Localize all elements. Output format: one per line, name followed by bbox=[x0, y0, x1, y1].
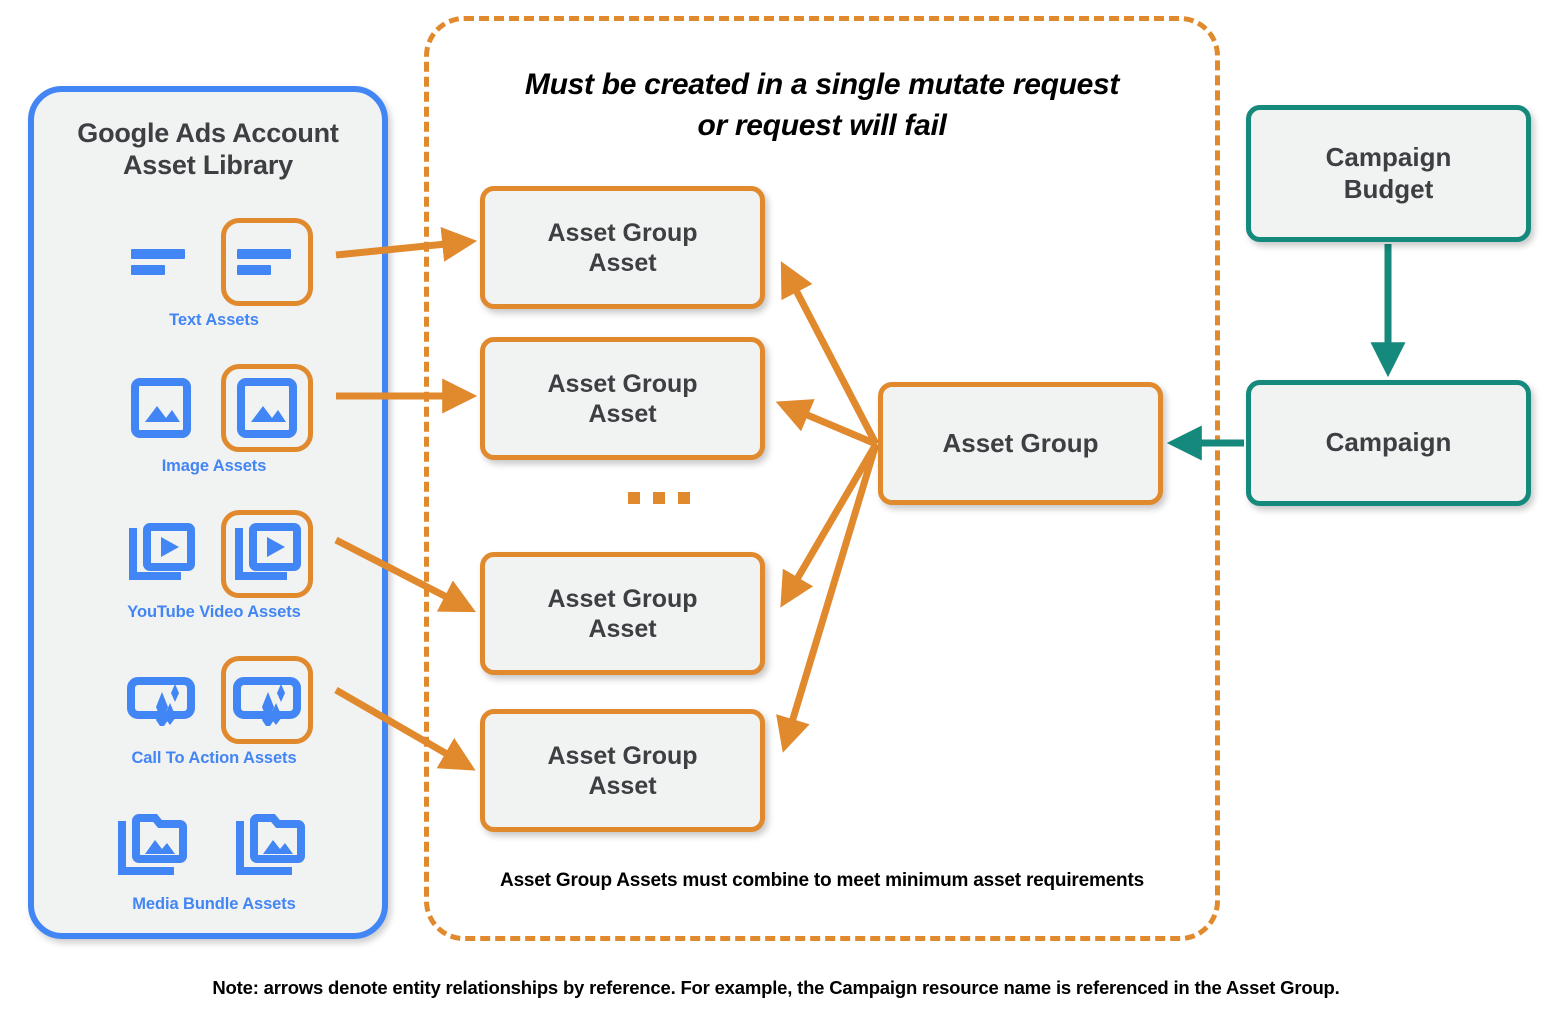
text-asset-icon-plain bbox=[115, 218, 207, 306]
text-asset-icon bbox=[237, 249, 291, 275]
media-bundle-asset-icon bbox=[236, 814, 305, 875]
asset-group-asset-label-3: Asset Group Asset bbox=[547, 584, 697, 644]
library-title-line1: Google Ads Account bbox=[77, 118, 339, 148]
asset-group-asset-line2: Asset bbox=[588, 399, 657, 428]
campaign-budget-label: Campaign Budget bbox=[1326, 142, 1452, 204]
asset-row-youtube-video: YouTube Video Assets bbox=[34, 508, 394, 622]
asset-group-asset-ellipsis bbox=[628, 492, 690, 504]
text-asset-icon bbox=[131, 249, 185, 275]
asset-group-asset-node-2[interactable]: Asset Group Asset bbox=[480, 337, 765, 460]
ellipsis-dot-1 bbox=[628, 492, 640, 504]
asset-row-label-youtube-video: YouTube Video Assets bbox=[127, 603, 301, 621]
call-to-action-asset-icon-pair bbox=[34, 654, 394, 746]
image-asset-icon-pair bbox=[34, 362, 394, 454]
image-asset-icon bbox=[237, 378, 297, 438]
asset-row-label-text: Text Assets bbox=[169, 311, 259, 329]
asset-group-asset-line1: Asset Group bbox=[547, 369, 698, 398]
campaign-budget-line2: Budget bbox=[1343, 173, 1434, 204]
call-to-action-asset-icon bbox=[127, 677, 195, 726]
media-bundle-asset-icon bbox=[118, 814, 187, 875]
asset-group-asset-node-4[interactable]: Asset Group Asset bbox=[480, 709, 765, 832]
image-asset-icon-selected[interactable] bbox=[221, 364, 313, 452]
youtube-video-asset-icon-selected[interactable] bbox=[221, 510, 313, 598]
asset-group-asset-line2: Asset bbox=[588, 614, 657, 643]
image-asset-icon bbox=[131, 378, 191, 438]
asset-group-asset-line1: Asset Group bbox=[547, 218, 698, 247]
asset-group-asset-label-2: Asset Group Asset bbox=[547, 369, 697, 429]
asset-row-label-call-to-action: Call To Action Assets bbox=[131, 749, 297, 767]
asset-row-image: Image Assets bbox=[34, 362, 394, 476]
image-asset-icon-plain bbox=[115, 364, 207, 452]
asset-group-asset-node-1[interactable]: Asset Group Asset bbox=[480, 186, 765, 309]
asset-row-label-media-bundle: Media Bundle Assets bbox=[132, 895, 296, 913]
text-asset-icon-pair bbox=[34, 216, 394, 308]
call-to-action-asset-icon-selected[interactable] bbox=[221, 656, 313, 744]
youtube-video-asset-icon bbox=[129, 523, 195, 580]
youtube-video-asset-icon bbox=[235, 523, 301, 580]
call-to-action-asset-icon-plain bbox=[115, 656, 207, 744]
media-bundle-asset-icon-plain-2 bbox=[227, 802, 319, 890]
ellipsis-dot-2 bbox=[653, 492, 665, 504]
mutate-warning-line2: or request will fail bbox=[697, 108, 947, 142]
campaign-budget-line1: Campaign bbox=[1325, 142, 1452, 173]
asset-group-node[interactable]: Asset Group bbox=[878, 382, 1163, 505]
mutate-request-warning: Must be created in a single mutate reque… bbox=[459, 65, 1185, 146]
library-panel-title: Google Ads Account Asset Library bbox=[34, 118, 382, 182]
media-bundle-asset-icon-plain-1 bbox=[109, 802, 201, 890]
google-ads-asset-library-panel: Google Ads Account Asset Library bbox=[28, 86, 388, 939]
asset-group-asset-label-4: Asset Group Asset bbox=[547, 741, 697, 801]
text-asset-icon-selected[interactable] bbox=[221, 218, 313, 306]
asset-group-asset-label-1: Asset Group Asset bbox=[547, 218, 697, 278]
diagram-footer-note: Note: arrows denote entity relationships… bbox=[212, 977, 1340, 998]
library-title-line2: Asset Library bbox=[123, 149, 293, 180]
asset-group-label: Asset Group bbox=[942, 427, 1099, 458]
asset-row-media-bundle: Media Bundle Assets bbox=[34, 800, 394, 914]
campaign-node[interactable]: Campaign bbox=[1246, 380, 1531, 506]
asset-group-asset-line1: Asset Group bbox=[547, 584, 698, 613]
asset-row-call-to-action: Call To Action Assets bbox=[34, 654, 394, 768]
single-mutate-request-container: Must be created in a single mutate reque… bbox=[424, 16, 1220, 941]
youtube-video-asset-icon-plain bbox=[115, 510, 207, 598]
asset-group-asset-line1: Asset Group bbox=[547, 741, 698, 770]
asset-group-asset-line2: Asset bbox=[588, 771, 657, 800]
youtube-video-asset-icon-pair bbox=[34, 508, 394, 600]
asset-group-asset-node-3[interactable]: Asset Group Asset bbox=[480, 552, 765, 675]
asset-row-text: Text Assets bbox=[34, 216, 394, 330]
asset-group-asset-line2: Asset bbox=[588, 248, 657, 277]
asset-row-label-image: Image Assets bbox=[161, 457, 267, 475]
campaign-budget-node[interactable]: Campaign Budget bbox=[1246, 105, 1531, 242]
campaign-label: Campaign bbox=[1325, 427, 1452, 458]
mutate-warning-line1: Must be created in a single mutate reque… bbox=[524, 68, 1120, 101]
ellipsis-dot-3 bbox=[678, 492, 690, 504]
call-to-action-asset-icon bbox=[233, 677, 301, 726]
media-bundle-asset-icon-pair bbox=[34, 800, 394, 892]
minimum-asset-requirements-note: Asset Group Assets must combine to meet … bbox=[500, 870, 1144, 891]
